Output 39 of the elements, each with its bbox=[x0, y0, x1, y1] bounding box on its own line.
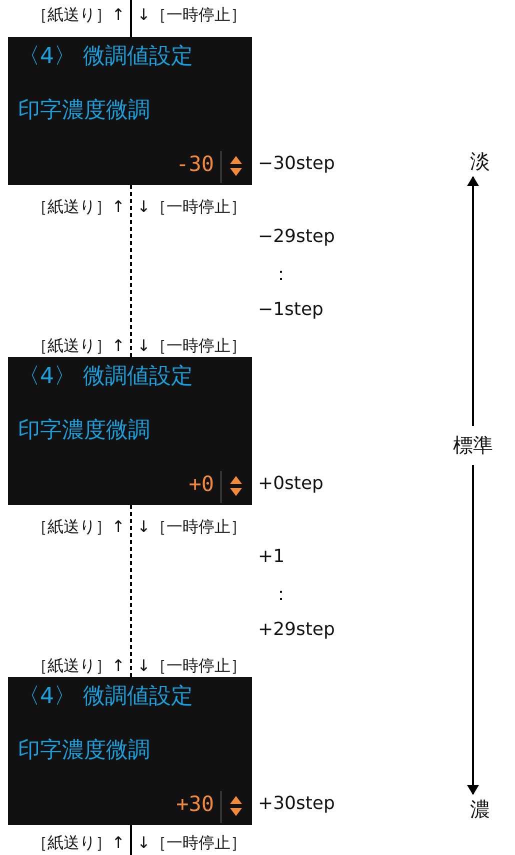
connector-line bbox=[130, 185, 132, 357]
key-hint: ↓［一時停止］ bbox=[137, 5, 246, 26]
key-hint: ↓［一時停止］ bbox=[137, 833, 246, 854]
screen-title: 〈4〉 微調値設定 bbox=[18, 43, 193, 71]
step-label: +1 bbox=[258, 546, 285, 567]
screen-title: 〈4〉 微調値設定 bbox=[18, 363, 193, 391]
step-label: +0step bbox=[258, 473, 324, 494]
screen-title: 〈4〉 微調値設定 bbox=[18, 683, 193, 711]
scale-label: 標準 bbox=[453, 433, 493, 457]
arrow bbox=[467, 465, 479, 795]
setting-value: -30 bbox=[176, 152, 214, 176]
connector-line bbox=[130, 0, 132, 37]
key-hint: ↓［一時停止］ bbox=[137, 336, 246, 357]
setting-value: +30 bbox=[176, 792, 214, 816]
step-label: −1step bbox=[258, 299, 324, 320]
key-hint: ［紙送り］↑ bbox=[32, 5, 125, 26]
arrow bbox=[467, 176, 479, 426]
key-hint: ［紙送り］↑ bbox=[32, 656, 125, 677]
setting-name: 印字濃度微調 bbox=[18, 737, 150, 765]
key-hint: ↓［一時停止］ bbox=[137, 197, 246, 218]
key-hint: ↓［一時停止］ bbox=[137, 656, 246, 677]
step-label: −29step bbox=[258, 226, 335, 247]
step-label: ： bbox=[272, 583, 290, 606]
setting-name: 印字濃度微調 bbox=[18, 97, 150, 125]
key-hint: ［紙送り］↑ bbox=[32, 336, 125, 357]
key-hint: ［紙送り］↑ bbox=[32, 197, 125, 218]
key-hint: ［紙送り］↑ bbox=[32, 517, 125, 538]
step-label: +29step bbox=[258, 619, 335, 640]
scale-label: 淡 bbox=[470, 149, 490, 173]
step-label: +30step bbox=[258, 793, 335, 814]
setting-name: 印字濃度微調 bbox=[18, 417, 150, 445]
setting-value: +0 bbox=[188, 472, 214, 496]
key-hint: ↓［一時停止］ bbox=[137, 517, 246, 538]
connector-line bbox=[130, 505, 132, 677]
key-hint: ［紙送り］↑ bbox=[32, 833, 125, 854]
step-label: ： bbox=[272, 263, 290, 286]
scale-label: 濃 bbox=[470, 797, 490, 821]
step-label: −30step bbox=[258, 153, 335, 174]
connector-line bbox=[130, 825, 132, 855]
